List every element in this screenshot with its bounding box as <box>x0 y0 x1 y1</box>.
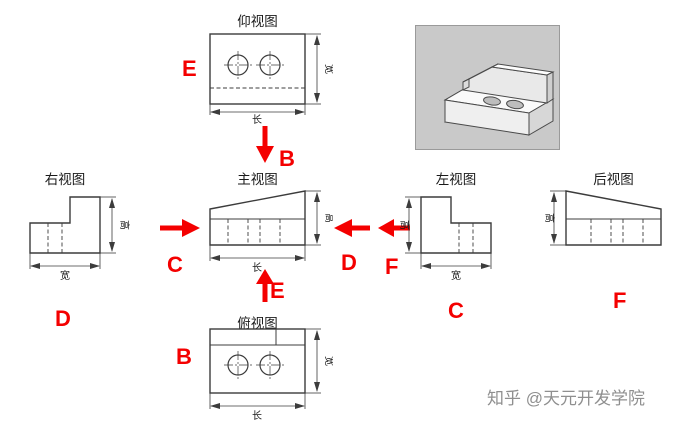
rear-view-dimensions: 高 <box>543 190 566 246</box>
front-view-outline <box>209 190 306 246</box>
watermark: 知乎 @天元开发学院 <box>487 389 645 408</box>
front-view-dimensions: 高 长 <box>209 190 333 274</box>
top-view-letter: B <box>176 344 192 369</box>
rear-view-hidden-lines <box>590 219 644 245</box>
right-view-height-label: 高 <box>118 220 130 230</box>
right-view-outline <box>29 196 101 254</box>
left-arrow-letter-d: D <box>341 250 357 275</box>
front-view-height-label: 高 <box>323 213 333 223</box>
rear-view-letter: F <box>613 288 627 313</box>
top-view-holes <box>224 351 284 379</box>
down-arrow-letter: B <box>279 146 295 171</box>
hole-2 <box>506 99 524 110</box>
front-view-drawing: 高 长 <box>209 190 333 274</box>
left-view-drawing: 高 宽 <box>398 196 492 281</box>
right-view-drawing: 高 宽 <box>29 196 130 281</box>
left-view-hidden-lines <box>458 223 474 253</box>
projection-arrow-left-d-icon <box>334 219 370 237</box>
bottom-view-letter: E <box>182 56 197 81</box>
left-view-width-label: 宽 <box>451 269 461 281</box>
right-view-title: 右视图 <box>44 172 86 187</box>
right-arrow-letter: C <box>167 252 183 277</box>
top-view-dimensions: 宽 长 <box>209 328 333 422</box>
right-view-width-label: 宽 <box>60 269 70 281</box>
bottom-view-drawing: 宽 长 <box>209 33 333 126</box>
left-view-dimensions: 高 宽 <box>398 196 492 281</box>
left-arrow-letter-f: F <box>385 254 399 279</box>
bottom-view-width-label: 宽 <box>323 64 333 74</box>
isometric-view-panel <box>415 25 560 150</box>
rear-view-outline <box>565 190 662 246</box>
bottom-view-outline <box>209 33 306 105</box>
front-view-title: 主视图 <box>237 172 278 187</box>
front-view-hidden-lines <box>227 219 281 245</box>
left-view-outline <box>420 196 492 254</box>
top-view-length-label: 长 <box>252 410 262 422</box>
left-view-height-label: 高 <box>398 220 411 230</box>
bottom-view-dimensions: 宽 长 <box>209 33 333 126</box>
left-view-letter: C <box>448 298 464 323</box>
right-view-dimensions: 高 宽 <box>29 196 130 281</box>
top-view-title: 俯视图 <box>237 316 278 331</box>
rear-view-drawing: 高 <box>543 190 662 246</box>
rear-view-title: 后视图 <box>593 172 634 187</box>
bottom-view-length-label: 长 <box>252 114 262 126</box>
front-view-length-label: 长 <box>252 262 262 274</box>
bottom-view-title: 仰视图 <box>237 14 278 29</box>
top-view-width-label: 宽 <box>323 356 333 366</box>
top-view-outline <box>209 328 306 394</box>
projection-arrow-right-icon <box>160 219 200 237</box>
top-view-drawing: 宽 长 <box>209 328 333 422</box>
hole-1 <box>483 96 501 106</box>
projection-arrow-up-icon <box>256 269 274 302</box>
right-view-hidden-lines <box>47 223 63 253</box>
isometric-object-drawing <box>443 63 555 136</box>
right-view-letter: D <box>55 306 71 331</box>
isometric-object <box>443 63 555 136</box>
left-view-title: 左视图 <box>435 172 477 187</box>
up-arrow-letter: E <box>270 278 285 303</box>
bottom-view-holes <box>224 51 284 79</box>
rear-view-height-label: 高 <box>543 213 556 223</box>
projection-arrow-down-icon <box>256 126 274 163</box>
